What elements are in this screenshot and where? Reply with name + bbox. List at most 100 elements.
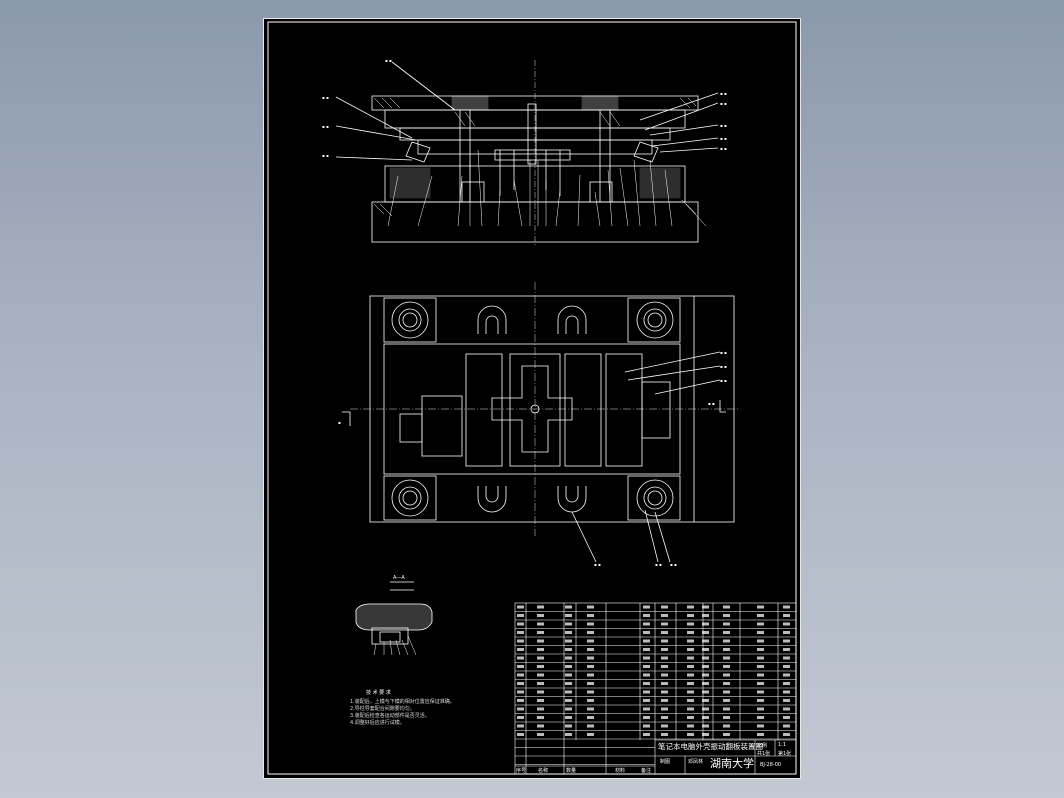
cell-text-mark xyxy=(723,724,730,728)
cell-text-mark xyxy=(643,622,650,626)
cell-text-mark xyxy=(643,631,650,634)
cell-text-mark xyxy=(687,648,694,651)
svg-text:▪ ▪: ▪ ▪ xyxy=(720,146,727,151)
cell-text-mark xyxy=(783,639,790,643)
cell-text-mark xyxy=(783,707,790,711)
cell-text-mark xyxy=(702,724,709,728)
cell-text-mark xyxy=(702,699,709,702)
cell-text-mark xyxy=(687,690,694,694)
drawn-label: 制图 xyxy=(660,759,671,765)
scale-value: 1:1 xyxy=(778,742,787,748)
cell-text-mark xyxy=(723,648,730,651)
cell-text-mark xyxy=(723,699,730,702)
cell-text-mark xyxy=(723,733,730,736)
cell-text-mark xyxy=(661,690,668,694)
cell-text-mark xyxy=(587,724,594,728)
plan-view xyxy=(342,282,738,563)
cell-text-mark xyxy=(565,707,572,711)
cell-text-mark xyxy=(702,656,709,660)
cell-text-mark xyxy=(757,622,764,626)
cell-text-mark xyxy=(565,639,572,643)
svg-text:▪ ▪: ▪ ▪ xyxy=(385,58,392,63)
cell-text-mark xyxy=(757,656,764,660)
cell-text-mark xyxy=(587,648,594,651)
cell-text-mark xyxy=(537,639,544,643)
cell-text-mark xyxy=(643,665,650,668)
university-name: 湖南大学 xyxy=(710,757,754,770)
cell-text-mark xyxy=(643,673,650,677)
svg-text:▪ ▪: ▪ ▪ xyxy=(720,364,727,369)
cell-text-mark xyxy=(757,707,764,711)
cell-text-mark xyxy=(517,682,524,685)
cell-text-mark xyxy=(643,682,650,685)
cell-text-mark xyxy=(537,605,544,609)
cell-text-mark xyxy=(661,656,668,660)
cell-text-mark xyxy=(537,699,544,702)
cell-text-mark xyxy=(783,699,790,702)
cell-text-mark xyxy=(565,614,572,617)
cell-text-mark xyxy=(587,673,594,677)
cell-text-mark xyxy=(757,614,764,617)
cell-text-mark xyxy=(723,665,730,668)
tech-heading: 技 术 要 求 xyxy=(366,690,391,696)
cell-text-mark xyxy=(757,682,764,685)
cell-text-mark xyxy=(587,716,594,719)
cell-text-mark xyxy=(587,656,594,660)
cell-text-mark xyxy=(517,622,524,626)
cell-text-mark xyxy=(661,699,668,702)
cell-text-mark xyxy=(702,605,709,609)
cell-text-mark xyxy=(723,614,730,617)
svg-text:▪ ▪: ▪ ▪ xyxy=(708,401,715,406)
cell-text-mark xyxy=(643,639,650,643)
cell-text-mark xyxy=(783,733,790,736)
cell-text-mark xyxy=(687,716,694,719)
cell-text-mark xyxy=(565,673,572,677)
cell-text-mark xyxy=(517,673,524,677)
cell-text-mark xyxy=(783,605,790,609)
cell-text-mark xyxy=(537,648,544,651)
cell-text-mark xyxy=(723,690,730,694)
cell-text-mark xyxy=(757,699,764,702)
tech-item-1: 1.装配后，上模与下模的相对位置应保证准确。 xyxy=(350,699,455,705)
cell-text-mark xyxy=(517,631,524,634)
cell-text-mark xyxy=(661,665,668,668)
cell-text-mark xyxy=(783,673,790,677)
cell-text-mark xyxy=(783,614,790,617)
project-title: 笔记本电脑外壳振动翻板装置图 xyxy=(658,742,763,751)
header-qty: 数量 xyxy=(566,768,577,774)
cell-text-mark xyxy=(537,716,544,719)
cell-text-mark xyxy=(537,673,544,677)
cell-text-mark xyxy=(565,724,572,728)
cell-text-mark xyxy=(723,605,730,609)
cell-text-mark xyxy=(537,724,544,728)
cell-text-mark xyxy=(661,614,668,617)
cell-text-mark xyxy=(723,682,730,685)
cell-text-mark xyxy=(783,648,790,651)
cell-text-mark xyxy=(587,639,594,643)
svg-text:▪ ▪: ▪ ▪ xyxy=(670,562,677,567)
svg-text:▪ ▪: ▪ ▪ xyxy=(720,123,727,128)
cell-text-mark xyxy=(661,707,668,711)
svg-text:▪ ▪: ▪ ▪ xyxy=(322,124,329,129)
cell-text-mark xyxy=(565,682,572,685)
cell-text-mark xyxy=(687,682,694,685)
front-section-view xyxy=(335,60,719,245)
cell-text-mark xyxy=(643,656,650,660)
cell-text-mark xyxy=(723,656,730,660)
cell-text-mark xyxy=(643,690,650,694)
cell-text-mark xyxy=(687,724,694,728)
cell-text-mark xyxy=(565,699,572,702)
cell-text-mark xyxy=(702,716,709,719)
cell-text-mark xyxy=(587,733,594,736)
cell-text-mark xyxy=(643,605,650,609)
cell-text-mark xyxy=(661,673,668,677)
cell-text-mark xyxy=(537,656,544,660)
cell-text-mark xyxy=(643,716,650,719)
cell-text-mark xyxy=(587,614,594,617)
cell-text-mark xyxy=(687,673,694,677)
cell-text-mark xyxy=(643,733,650,736)
cell-text-mark xyxy=(587,690,594,694)
cell-text-mark xyxy=(757,648,764,651)
cell-text-mark xyxy=(517,639,524,643)
cell-text-mark xyxy=(757,631,764,634)
